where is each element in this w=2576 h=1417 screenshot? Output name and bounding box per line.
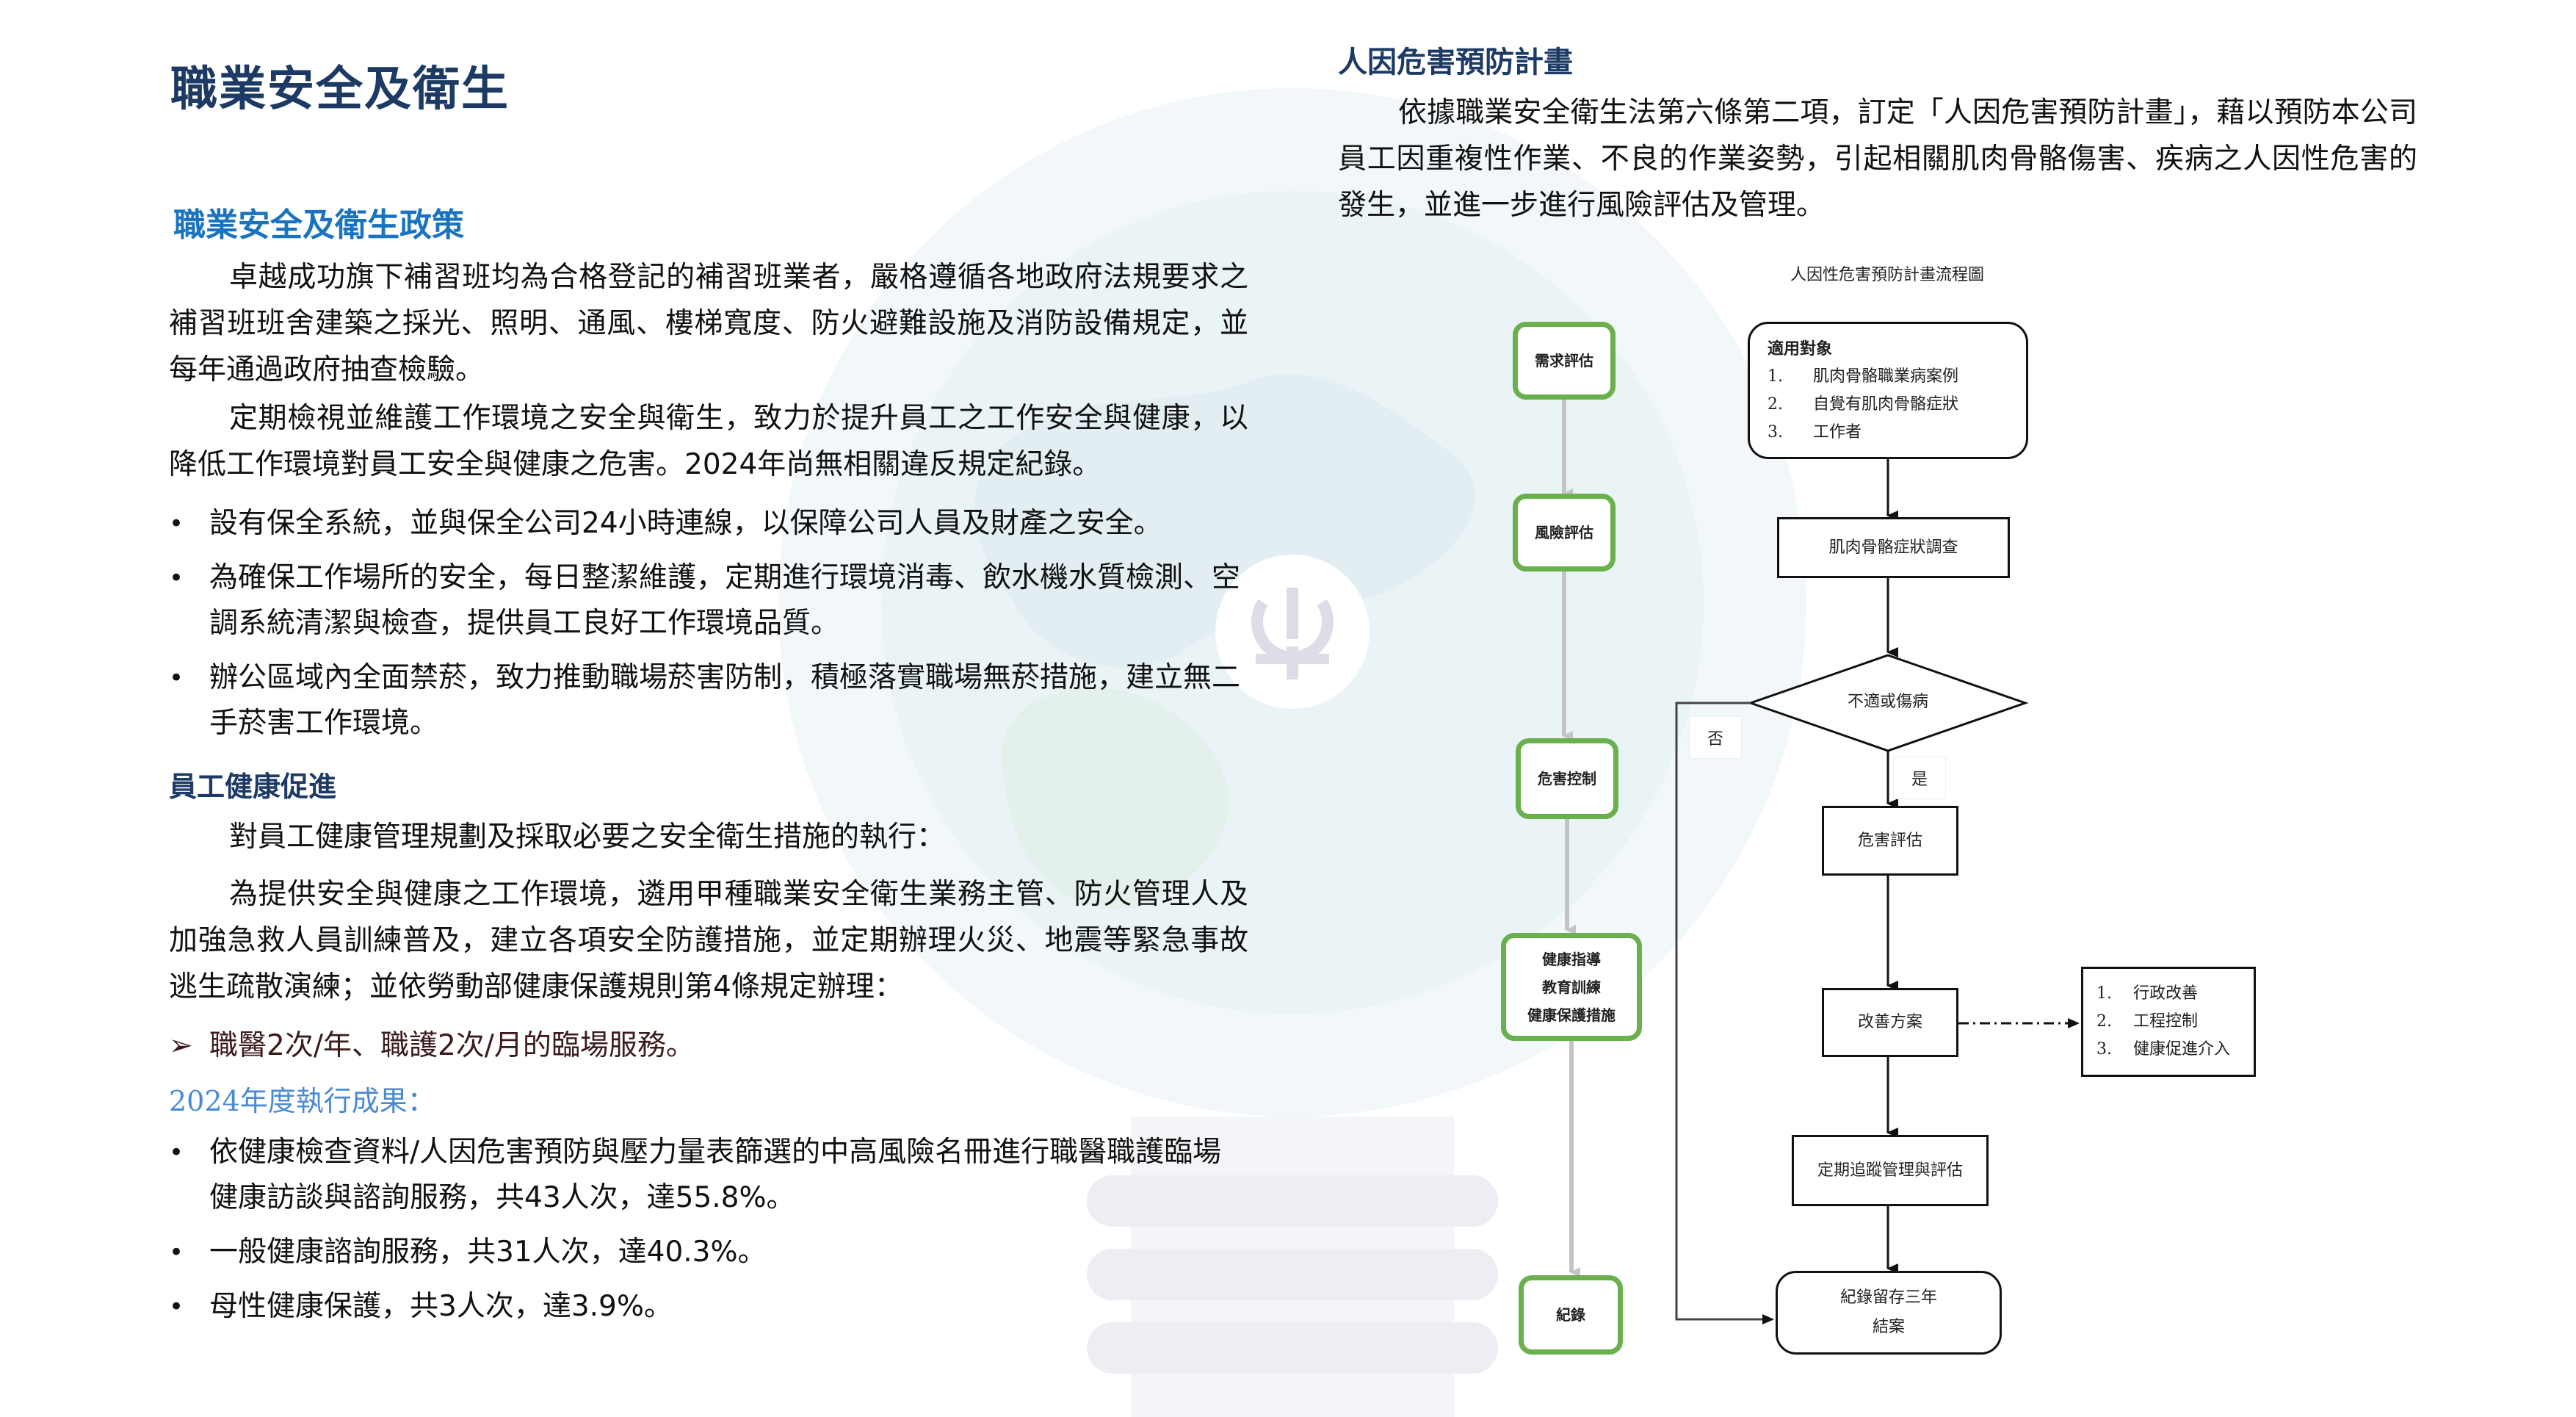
arrow-bullet-text: 職醫2次/年、職護2次/月的臨場服務。 xyxy=(209,1029,695,1062)
stage-label: 危害控制 xyxy=(1538,770,1596,787)
list-item: • 一般健康諮詢服務，共31人次，達40.3%。 xyxy=(169,1230,1248,1275)
list-item: • 為確保工作場所的安全，每日整潔維護，定期進行環境消毒、飲水機水質檢測、空調系統… xyxy=(169,555,1248,646)
improvement-items-box: 1. 行政改善 2. 工程控制 3. 健康促進介入 xyxy=(2081,967,2256,1077)
ergonomic-plan-heading: 人因危害預防計畫 xyxy=(1338,45,1573,79)
stage-record: 紀錄 xyxy=(1519,1275,1623,1355)
improvement-item: 1. 行政改善 xyxy=(2096,980,2198,1008)
bullet-text: 為確保工作場所的安全，每日整潔維護，定期進行環境消毒、飲水機水質檢測、空調系統清… xyxy=(209,561,1241,640)
stage-hazard-control: 危害控制 xyxy=(1516,738,1618,819)
health-heading: 員工健康促進 xyxy=(169,770,337,803)
no-branch-line xyxy=(1675,702,1774,1324)
policy-heading: 職業安全及衛生政策 xyxy=(173,206,464,244)
decision-label: 不適或傷病 xyxy=(1847,693,1928,711)
stage-label: 紀錄 xyxy=(1556,1306,1585,1324)
stage-label: 健康指導 xyxy=(1542,950,1601,968)
stage-risk-assessment: 風險評估 xyxy=(1513,494,1616,572)
survey-label: 肌肉骨骼症狀調查 xyxy=(1828,538,1958,557)
bullet-icon: • xyxy=(169,1138,184,1167)
stage-health-guidance: 健康指導 教育訓練 健康保護措施 xyxy=(1501,933,1642,1041)
item-number: 1. xyxy=(2096,984,2112,1003)
yes-label: 是 xyxy=(1893,757,1946,799)
survey-box: 肌肉骨骼症狀調查 xyxy=(1777,517,2010,578)
item-text: 自覺有肌肉骨骼症狀 xyxy=(1813,394,1959,414)
arrow-bullet-icon: ➢ xyxy=(169,1029,193,1062)
arrow-bullet-item: ➢ 職醫2次/年、職護2次/月的臨場服務。 xyxy=(169,1023,695,1064)
stage-label: 健康保護措施 xyxy=(1527,1006,1616,1024)
archive-label: 紀錄留存三年 xyxy=(1839,1288,1937,1307)
list-item: • 依健康檢查資料/人因危害預防與壓力量表篩選的中高風險名冊進行職醫職護臨場健康訪… xyxy=(169,1130,1248,1221)
item-number: 1. xyxy=(1768,367,1783,386)
item-text: 工作者 xyxy=(1813,422,1862,441)
item-number: 3. xyxy=(2096,1040,2112,1059)
hazard-evaluation-label: 危害評估 xyxy=(1857,831,1922,850)
bullet-icon: • xyxy=(169,1292,184,1322)
flowchart-title: 人因性危害預防計畫流程圖 xyxy=(1790,266,1984,284)
stage-label: 教育訓練 xyxy=(1542,978,1601,996)
health-paragraph-1: 對員工健康管理規劃及採取必要之安全衛生措施的執行： xyxy=(229,821,946,854)
policy-paragraph-2: 定期檢視並維護工作環境之安全與衛生，致力於提升員工之工作安全與健康，以降低工作環… xyxy=(169,402,1248,481)
target-item: 3. 工作者 xyxy=(1768,419,1862,447)
hazard-evaluation-box: 危害評估 xyxy=(1822,806,1958,876)
target-item: 2. 自覺有肌肉骨骼症狀 xyxy=(1768,391,1958,419)
item-text: 肌肉骨骼職業病案例 xyxy=(1813,367,1959,386)
bullet-text: 設有保全系統，並與保全公司24小時連線，以保障公司人員及財產之安全。 xyxy=(209,507,1162,540)
list-item: • 母性健康保護，共3人次，達3.9%。 xyxy=(169,1284,1248,1330)
page-title: 職業安全及衛生 xyxy=(170,62,510,117)
policy-paragraph-1: 卓越成功旗下補習班均為合格登記的補習班業者，嚴格遵循各地政府法規要求之補習班班舍… xyxy=(169,261,1248,386)
improvement-item: 2. 工程控制 xyxy=(2096,1008,2198,1036)
target-population-box: 適用對象 1. 肌肉骨骼職業病案例 2. 自覺有肌肉骨骼症狀 3. 工作者 xyxy=(1748,322,2028,459)
health-paragraph-2: 為提供安全與健康之工作環境，遴用甲種職業安全衛生業務主管、防火管理人及加強急救人… xyxy=(169,878,1248,1003)
bullet-icon: • xyxy=(169,1238,184,1267)
item-text: 健康促進介入 xyxy=(2133,1040,2231,1059)
results-heading: 2024年度執行成果： xyxy=(169,1085,435,1117)
improvement-plan-label: 改善方案 xyxy=(1857,1013,1922,1031)
improvement-item: 3. 健康促進介入 xyxy=(2096,1036,2230,1064)
list-item: • 辦公區域內全面禁菸，致力推動職場菸害防制，積極落實職場無菸措施，建立無二手菸害… xyxy=(169,655,1248,746)
archive-label: 結案 xyxy=(1872,1318,1905,1336)
bullet-text: 依健康檢查資料/人因危害預防與壓力量表篩選的中高風險名冊進行職醫職護臨場健康訪談… xyxy=(209,1136,1222,1214)
improvement-plan-box: 改善方案 xyxy=(1822,988,1958,1057)
results-list: • 依健康檢查資料/人因危害預防與壓力量表篩選的中高風險名冊進行職醫職護臨場健康訪… xyxy=(169,1130,1248,1338)
stage-label: 需求評估 xyxy=(1535,352,1593,369)
archive-box: 紀錄留存三年 結案 xyxy=(1776,1271,2002,1355)
item-number: 3. xyxy=(1768,422,1783,441)
bullet-icon: • xyxy=(169,663,184,693)
stage-needs-assessment: 需求評估 xyxy=(1513,322,1616,400)
item-number: 2. xyxy=(2096,1012,2112,1031)
bullet-icon: • xyxy=(169,509,184,538)
item-number: 2. xyxy=(1768,394,1783,414)
bullet-text: 母性健康保護，共3人次，達3.9%。 xyxy=(209,1290,673,1323)
bullet-text: 一般健康諮詢服務，共31人次，達40.3%。 xyxy=(209,1236,767,1269)
target-heading: 適用對象 xyxy=(1768,339,1833,358)
stage-label: 風險評估 xyxy=(1535,524,1593,541)
item-text: 工程控制 xyxy=(2133,1012,2199,1031)
policy-bullet-list: • 設有保全系統，並與保全公司24小時連線，以保障公司人員及財產之安全。 • 為確保… xyxy=(169,501,1248,755)
no-label: 否 xyxy=(1689,716,1742,759)
ergonomic-plan-paragraph: 依據職業安全衛生法第六條第二項，訂定「人因危害預防計畫」，藉以預防本公司員工因重… xyxy=(1338,96,2417,222)
tracking-label: 定期追蹤管理與評估 xyxy=(1817,1161,1963,1180)
bullet-text: 辦公區域內全面禁菸，致力推動職場菸害防制，積極落實職場無菸措施，建立無二手菸害工… xyxy=(209,661,1241,740)
item-text: 行政改善 xyxy=(2133,984,2199,1003)
bullet-icon: • xyxy=(169,563,184,593)
target-item: 1. 肌肉骨骼職業病案例 xyxy=(1768,363,1958,391)
list-item: • 設有保全系統，並與保全公司24小時連線，以保障公司人員及財產之安全。 xyxy=(169,501,1248,547)
tracking-box: 定期追蹤管理與評估 xyxy=(1792,1135,1989,1206)
